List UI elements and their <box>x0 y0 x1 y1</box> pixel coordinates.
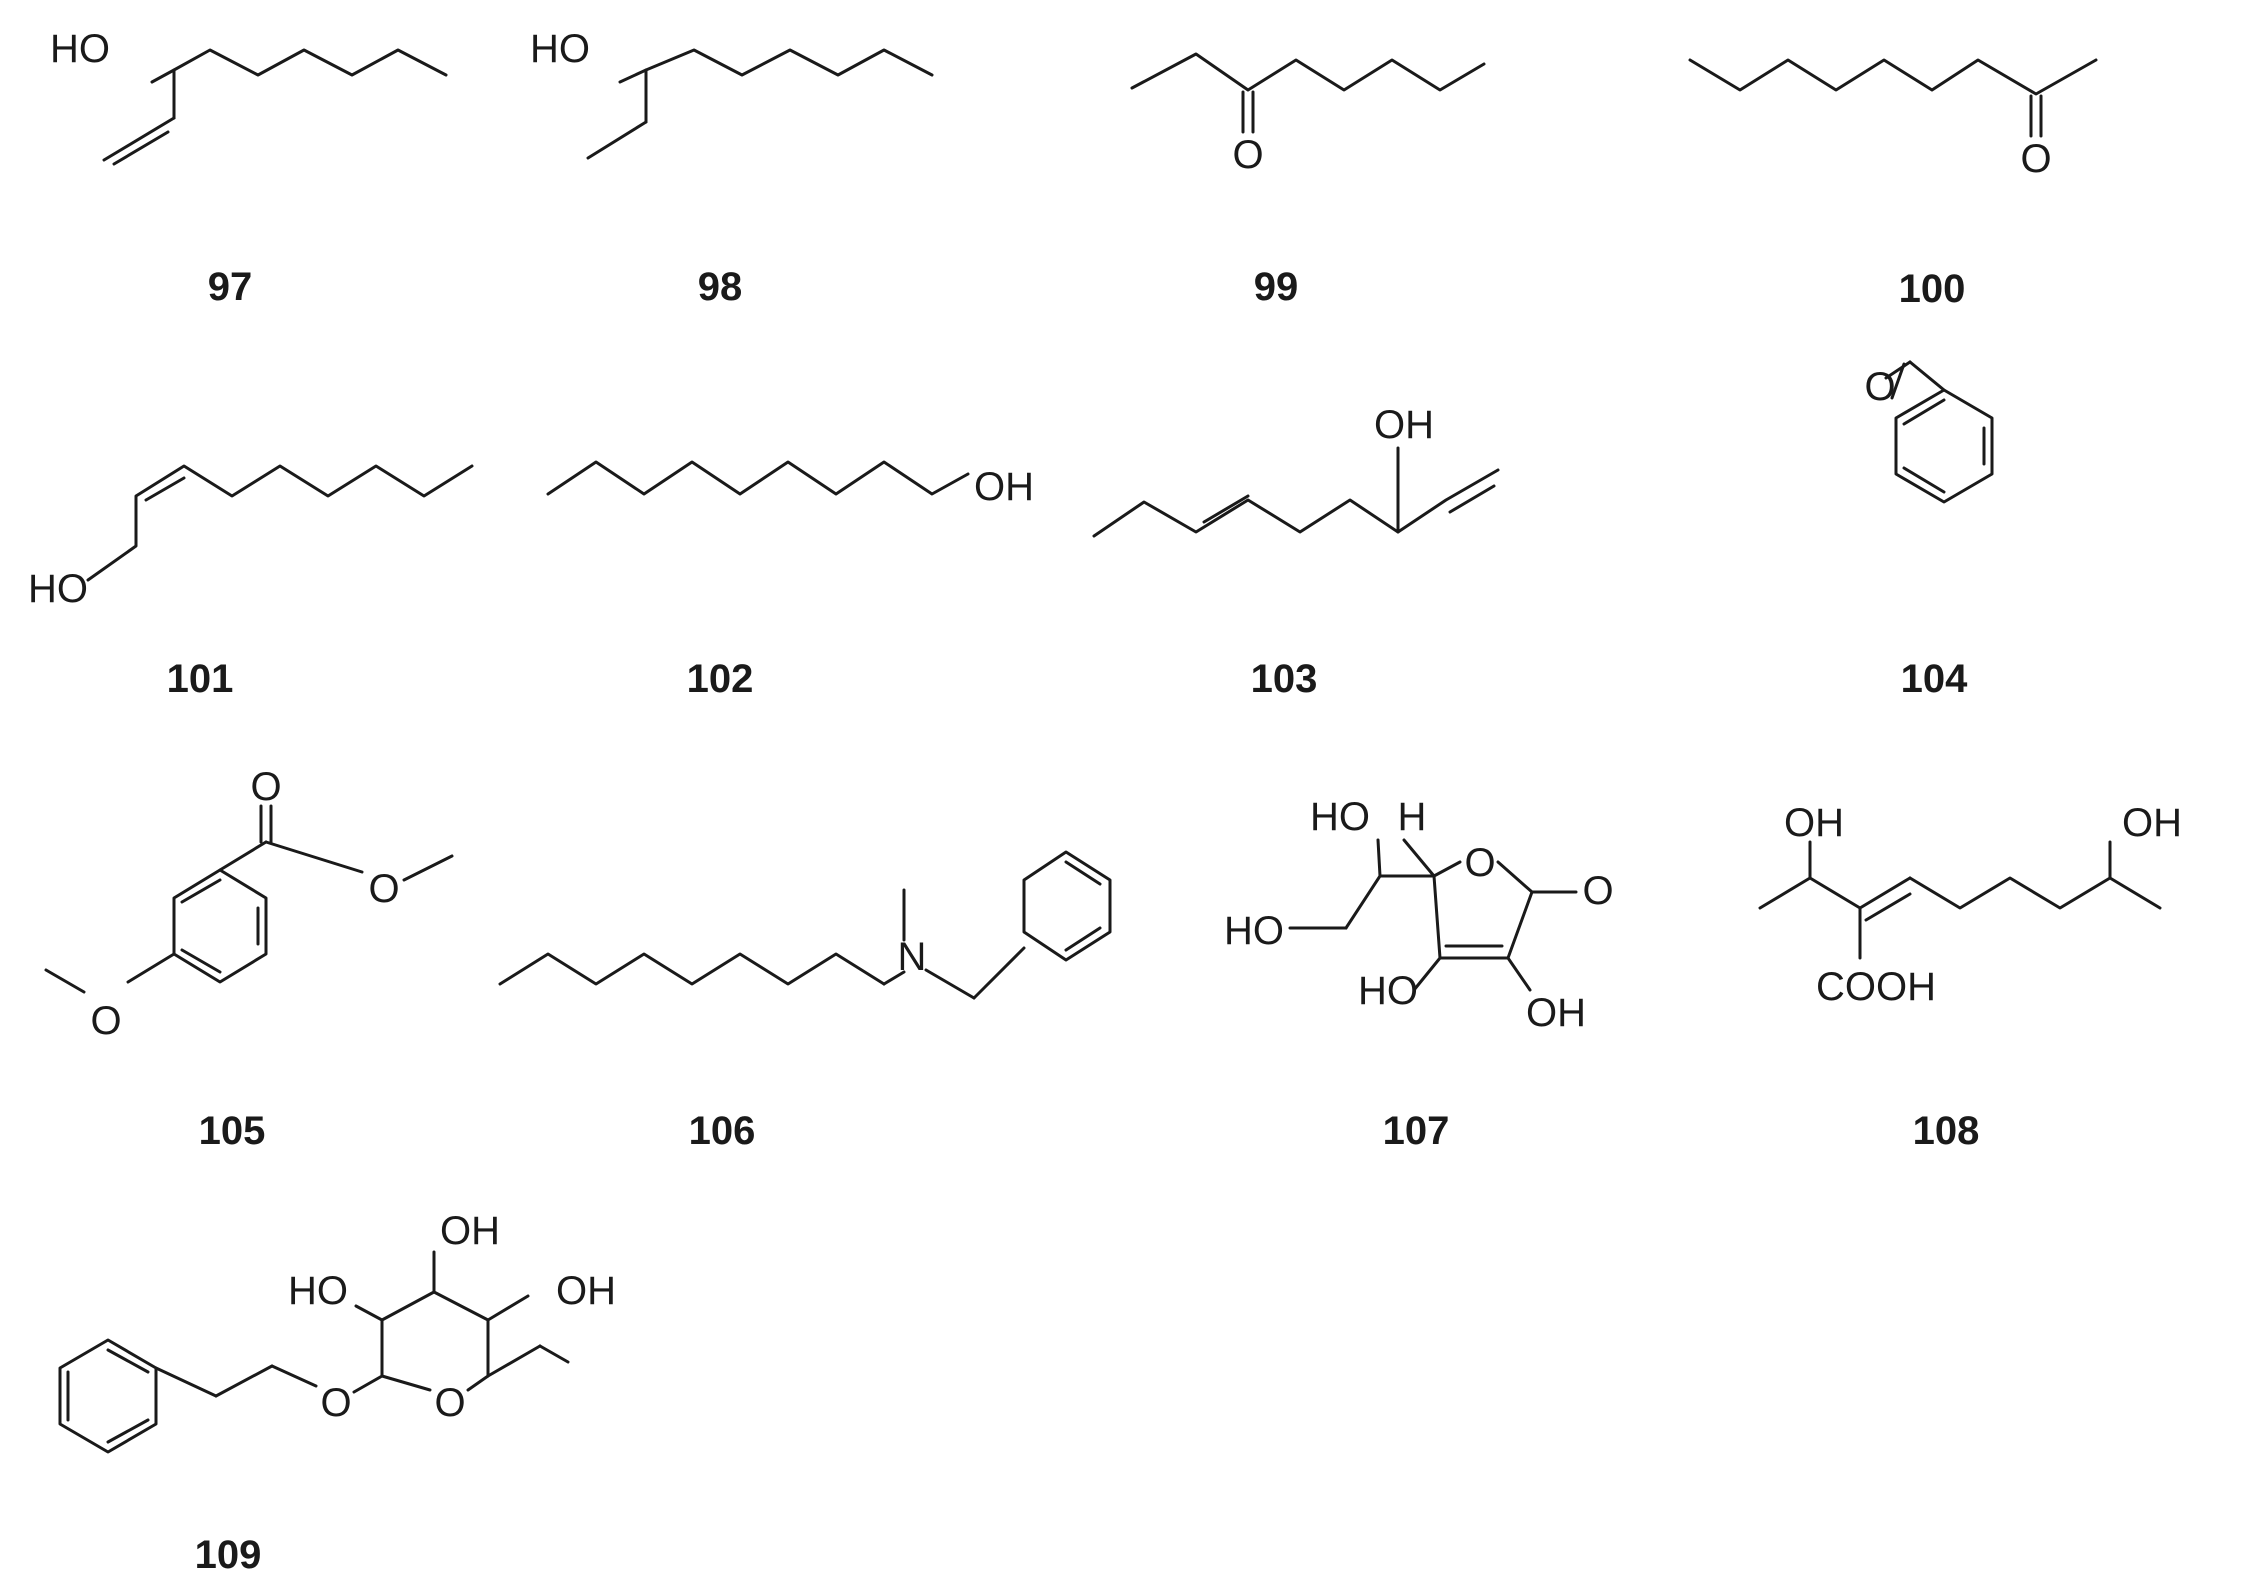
atom-label: COOH <box>1816 965 1936 1009</box>
compound-number: 99 <box>1254 265 1299 309</box>
atom-label: OH <box>1374 403 1434 447</box>
atom-label: O <box>2020 137 2051 181</box>
compound-number: 108 <box>1913 1109 1980 1153</box>
compound-number: 103 <box>1251 657 1318 701</box>
atom-label: HO <box>1358 969 1418 1013</box>
atom-label: OH <box>556 1269 616 1313</box>
structure-98: HO 98 <box>530 27 934 309</box>
atom-label: O <box>1464 841 1495 885</box>
atom-label: OH <box>440 1209 500 1253</box>
atom-label: HO <box>1224 909 1284 953</box>
atom-label: OH <box>1526 991 1586 1035</box>
atom-label: HO <box>1310 795 1370 839</box>
atom-label: N <box>898 935 927 979</box>
atom-label: O <box>320 1381 351 1425</box>
atom-label: O <box>1232 133 1263 177</box>
structure-97: HO 97 <box>50 27 448 309</box>
compound-number: 98 <box>698 265 743 309</box>
atom-label: HO <box>288 1269 348 1313</box>
atom-label: O <box>1582 869 1613 913</box>
structure-100: O 100 <box>1688 58 2098 311</box>
compound-number: 104 <box>1901 657 1968 701</box>
atom-label: H <box>1398 795 1427 839</box>
compound-number: 101 <box>167 657 234 701</box>
atom-label: HO <box>50 27 110 71</box>
structure-107: HO H O O HO HO OH 107 <box>1224 795 1614 1153</box>
structure-106: N 106 <box>498 850 1112 1153</box>
compound-number: 107 <box>1383 1109 1450 1153</box>
structure-99: O 99 <box>1130 52 1486 309</box>
atom-label: O <box>90 999 121 1043</box>
compound-number: 102 <box>687 657 754 701</box>
structure-109: OH HO OH O O 109 <box>58 1209 616 1577</box>
atom-label: O <box>434 1381 465 1425</box>
atom-label: O <box>368 867 399 911</box>
atom-label: O <box>1864 365 1895 409</box>
compound-number: 109 <box>195 1533 262 1577</box>
atom-label: OH <box>974 465 1034 509</box>
compound-number: 100 <box>1899 267 1966 311</box>
structure-104: O 104 <box>1864 360 1994 701</box>
structure-103: OH 103 <box>1092 403 1500 701</box>
structure-101: HO 101 <box>28 464 474 701</box>
compound-number: 105 <box>199 1109 266 1153</box>
structure-105: O O O 105 <box>44 765 454 1153</box>
atom-label: OH <box>1784 801 1844 845</box>
atom-label: HO <box>530 27 590 71</box>
compound-number: 97 <box>208 265 253 309</box>
atom-label: OH <box>2122 801 2182 845</box>
atom-label: HO <box>28 567 88 611</box>
structure-102: OH 102 <box>546 460 1034 701</box>
compound-number: 106 <box>689 1109 756 1153</box>
structure-108: OH OH COOH 108 <box>1758 801 2182 1153</box>
atom-label: O <box>250 765 281 809</box>
